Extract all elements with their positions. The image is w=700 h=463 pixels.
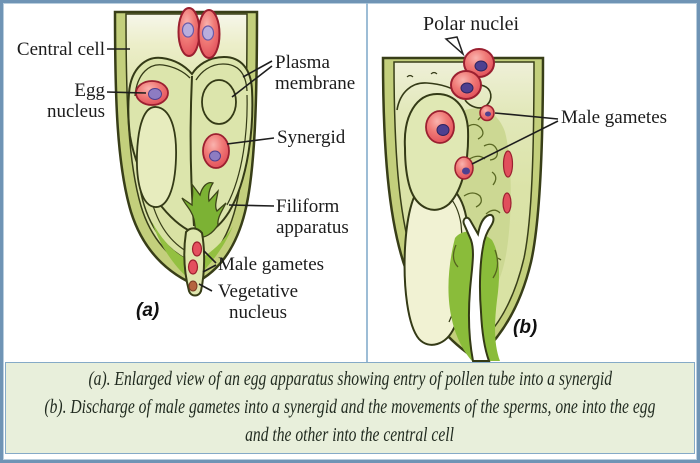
label-egg-nucleus: Egg nucleus	[46, 80, 105, 122]
figure-label-a: (a)	[136, 300, 160, 321]
label-male-gametes-a: Male gametes	[218, 254, 325, 275]
plasma-membrane-line	[226, 94, 248, 206]
polar-nuclei-pointer	[444, 36, 465, 57]
nucleolus	[181, 22, 195, 38]
figure-a-drawing	[106, 7, 275, 297]
plasma-membrane-line	[195, 63, 248, 92]
label-filiform-apparatus: Filiform apparatus	[276, 196, 349, 238]
label-male-gametes-b: Male gametes	[561, 107, 668, 128]
male-gamete-cell	[191, 241, 203, 257]
label-central-cell: Central cell	[16, 39, 105, 60]
male-gamete-cell	[187, 259, 199, 275]
degenerating-nucleus-patch	[502, 150, 514, 178]
leader-lines-b	[471, 112, 559, 165]
synergid-vacuole	[201, 79, 237, 125]
figure-b-drawing	[381, 36, 559, 362]
male-gamete-nucleolus	[462, 167, 470, 175]
botany-diagram-svg	[106, 7, 559, 362]
figure-label-b: (b)	[513, 317, 538, 338]
egg-nucleolus-b	[436, 124, 450, 136]
polar-nucleolus	[460, 82, 474, 94]
egg-nucleolus	[148, 88, 162, 100]
degenerating-nucleus-patch	[502, 192, 512, 214]
egg-vacuole	[136, 106, 177, 208]
leader-lines-a	[106, 48, 275, 292]
polar-nucleolus	[474, 60, 488, 72]
plasma-membrane-line	[134, 64, 191, 97]
vegetative-nucleus-cell	[188, 280, 198, 292]
nucleolus	[201, 25, 215, 41]
label-polar-nuclei: Polar nuclei	[423, 13, 520, 35]
panel-divider	[366, 3, 368, 362]
caption-line-3: and the other into the central cell	[245, 425, 455, 446]
figure-caption: (a). Enlarged view of an egg apparatus s…	[5, 362, 695, 454]
label-synergid: Synergid	[277, 127, 346, 148]
green-texture	[452, 244, 499, 279]
label-plasma-membrane: Plasma membrane	[275, 52, 356, 94]
membrane-ticks	[406, 71, 438, 78]
pollen-tube-b	[462, 213, 495, 362]
caption-line-1: (a). Enlarged view of an egg apparatus s…	[88, 369, 612, 390]
caption-line-2: (b). Discharge of male gametes into a sy…	[44, 397, 656, 418]
label-vegetative-nucleus: Vegetative nucleus	[217, 281, 299, 323]
male-gamete-nucleolus	[485, 111, 491, 117]
synergid-nucleolus	[209, 150, 221, 162]
filiform-apparatus-shape	[181, 181, 227, 239]
